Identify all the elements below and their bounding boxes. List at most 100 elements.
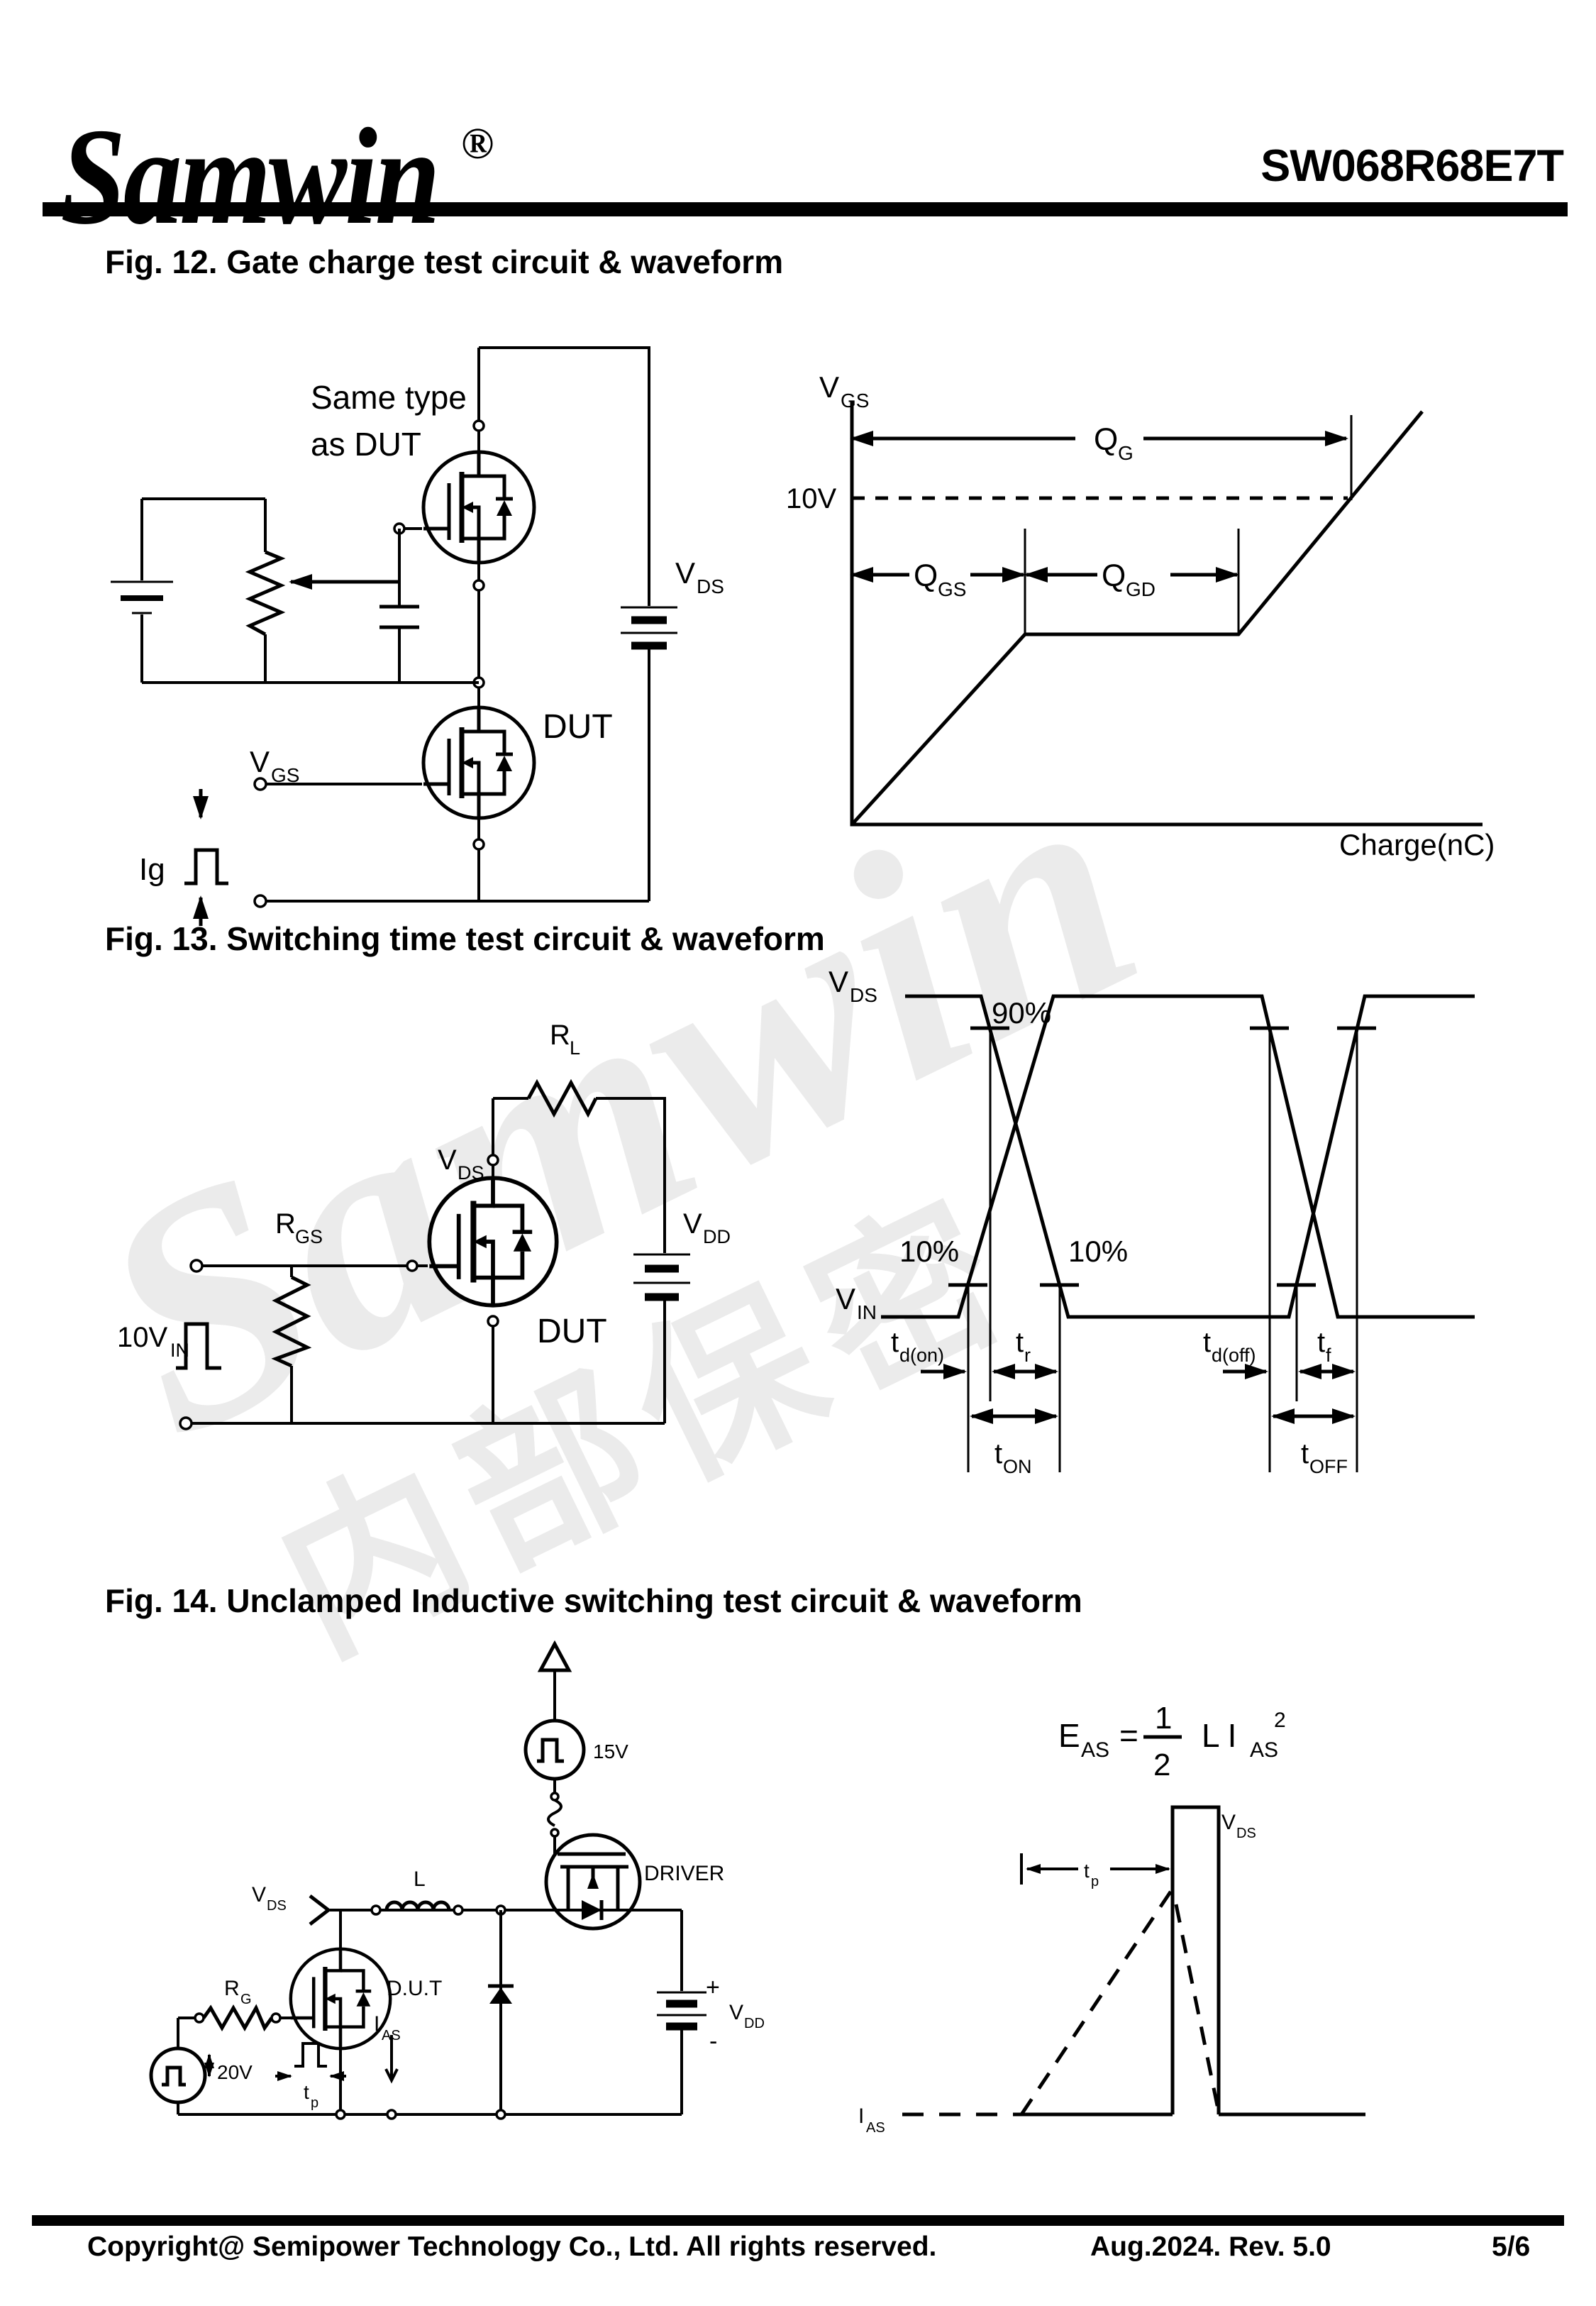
pulse-source-20v-icon	[149, 2046, 207, 2104]
footer-revision: Aug.2024. Rev. 5.0	[1090, 2231, 1331, 2262]
mosfet-dut-icon	[423, 707, 534, 818]
fraction-numerator: 1	[1155, 1701, 1172, 1736]
fig13-circuit: R L V DS DUT R GS 10V IN V DD	[117, 1020, 731, 1430]
p90-label: 90%	[992, 996, 1051, 1030]
vds-probe-chevron	[309, 1894, 332, 1926]
potentiometer-icon	[245, 550, 286, 636]
fig12-title: Fig. 12. Gate charge test circuit & wave…	[105, 243, 784, 280]
header-rule	[43, 202, 1568, 216]
li-main: L I	[1202, 1717, 1236, 1754]
gate-charge-curve	[850, 410, 1424, 826]
rg-resistor-icon	[201, 2004, 274, 2032]
fig14-vds-sub: DS	[267, 1898, 287, 1914]
v15-label: 15V	[593, 1740, 628, 1762]
fig14-vds-label: V	[252, 1883, 266, 1907]
fig14-waveform: E AS = 1 2 L I AS 2 V DS t p I AS	[858, 1701, 1365, 2136]
rl-resistor-icon	[526, 1078, 598, 1118]
footer-copyright: Copyright@ Semipower Technology Co., Ltd…	[87, 2231, 937, 2262]
fig12-wave-vgs-sub: GS	[841, 390, 869, 412]
rl-sub: L	[570, 1037, 580, 1059]
driver-mosfet-icon	[544, 1833, 642, 1931]
fig14-title: Fig. 14. Unclamped Inductive switching t…	[105, 1582, 1082, 1619]
fig12-circuit: V DS Same type as DUT	[111, 346, 724, 926]
fig13-wave-vds-sub: DS	[850, 984, 877, 1006]
charge-axis-label: Charge(nC)	[1339, 828, 1495, 861]
tr-sub: r	[1024, 1345, 1031, 1366]
vds-trace	[905, 994, 1475, 1319]
capacitor-icon	[379, 605, 419, 629]
wave-tp-label: t	[1084, 1860, 1090, 1882]
qgs-sub: GS	[938, 578, 966, 600]
bias-battery-icon	[111, 580, 173, 614]
tdon-label: t	[891, 1327, 899, 1358]
rgs-label: R	[275, 1208, 296, 1240]
part-number: SW068R68E7T	[1260, 141, 1564, 191]
vin10-label: 10V	[117, 1322, 167, 1353]
pulse-source-15v-icon	[523, 1719, 586, 1781]
wave-ias-label: I	[858, 2104, 864, 2128]
fig12-dut-label: DUT	[543, 708, 613, 746]
qg-label: Q	[1094, 422, 1118, 457]
fig14-wave-vds-sub: DS	[1236, 1826, 1256, 1841]
vds-pulse-trace	[1170, 1805, 1221, 2114]
eas-sub: AS	[1081, 1738, 1109, 1762]
qg-sub: G	[1118, 442, 1134, 464]
fig13-dut-mosfet-icon	[429, 1178, 556, 1305]
fig13-waveform: V DS 90% V IN 10% 10% t d(on) t r t d(of…	[829, 965, 1475, 1477]
fig12-outer-wires	[260, 346, 650, 903]
wave-ias-sub: AS	[866, 2120, 885, 2136]
fig12-vgs-sub: GS	[271, 764, 299, 786]
rgs-resistor-icon	[271, 1275, 312, 1368]
vds-battery-icon	[621, 606, 677, 650]
fig13-title: Fig. 13. Switching time test circuit & w…	[105, 920, 825, 957]
percent-ticks	[948, 1026, 1376, 1287]
p10-left-label: 10%	[899, 1235, 959, 1268]
gate-current-pulse-icon	[184, 789, 228, 926]
ias-fall-dashed	[1174, 1904, 1220, 2109]
fig13-vds-label: V	[438, 1144, 457, 1176]
fig12-vds-sub: DS	[697, 575, 724, 597]
fig14-tp-label: t	[304, 2081, 309, 2103]
fig12-vgs-label: V	[250, 745, 270, 778]
eas-formula: E AS = 1 2 L I AS 2	[1058, 1701, 1286, 1782]
fig12-wave-vgs: V	[819, 370, 839, 404]
fig12-axes	[850, 401, 1483, 827]
fig14-circuit: 15V DRIVER V DS L	[149, 1640, 765, 2120]
fig14-tp-sub: p	[311, 2095, 318, 2111]
tr-label: t	[1016, 1327, 1024, 1358]
tdoff-label: t	[1203, 1327, 1211, 1358]
tdoff-sub: d(off)	[1212, 1345, 1256, 1366]
up-arrow-icon	[537, 1640, 572, 1672]
li-superscript: 2	[1274, 1709, 1286, 1732]
fig13-wave-vin: V	[836, 1282, 855, 1315]
tp-pulse-icon	[294, 2042, 327, 2068]
minus-label: -	[709, 2028, 717, 2055]
ton-sub: ON	[1003, 1456, 1032, 1477]
fig14-dut-label: D.U.T	[387, 1977, 442, 2000]
footer-rule	[32, 2215, 1564, 2226]
p10-right-label: 10%	[1068, 1235, 1128, 1268]
fig14-vdd-sub: DD	[744, 2016, 765, 2031]
fig13-vdd-label: V	[683, 1208, 702, 1240]
tdon-sub: d(on)	[899, 1345, 944, 1366]
rg-sub: G	[240, 1992, 252, 2007]
vin-pulse-icon	[176, 1322, 221, 1370]
mosfet-same-type-icon	[423, 452, 534, 563]
fig13-wave-vin-sub: IN	[857, 1301, 877, 1323]
vin-trace	[881, 994, 1475, 1319]
inductor-icon	[384, 1900, 451, 1911]
plus-label: +	[706, 1974, 720, 2001]
fig12-waveform: V GS 10V Q G Q GS Q GD Charge(nC)	[786, 370, 1495, 861]
driver-label: DRIVER	[644, 1862, 724, 1885]
footer-page-number: 5/6	[1492, 2231, 1531, 2262]
l-label: L	[414, 1868, 426, 1891]
rg-label: R	[224, 1977, 240, 2000]
same-type-label-2: as DUT	[311, 426, 421, 463]
registered-trademark-icon: ®	[461, 120, 494, 168]
freewheel-diode-icon	[488, 1984, 514, 2004]
rgs-sub: GS	[295, 1226, 323, 1247]
fig14-ias-label: I	[374, 2012, 379, 2036]
fig13-dut-label: DUT	[537, 1313, 607, 1350]
